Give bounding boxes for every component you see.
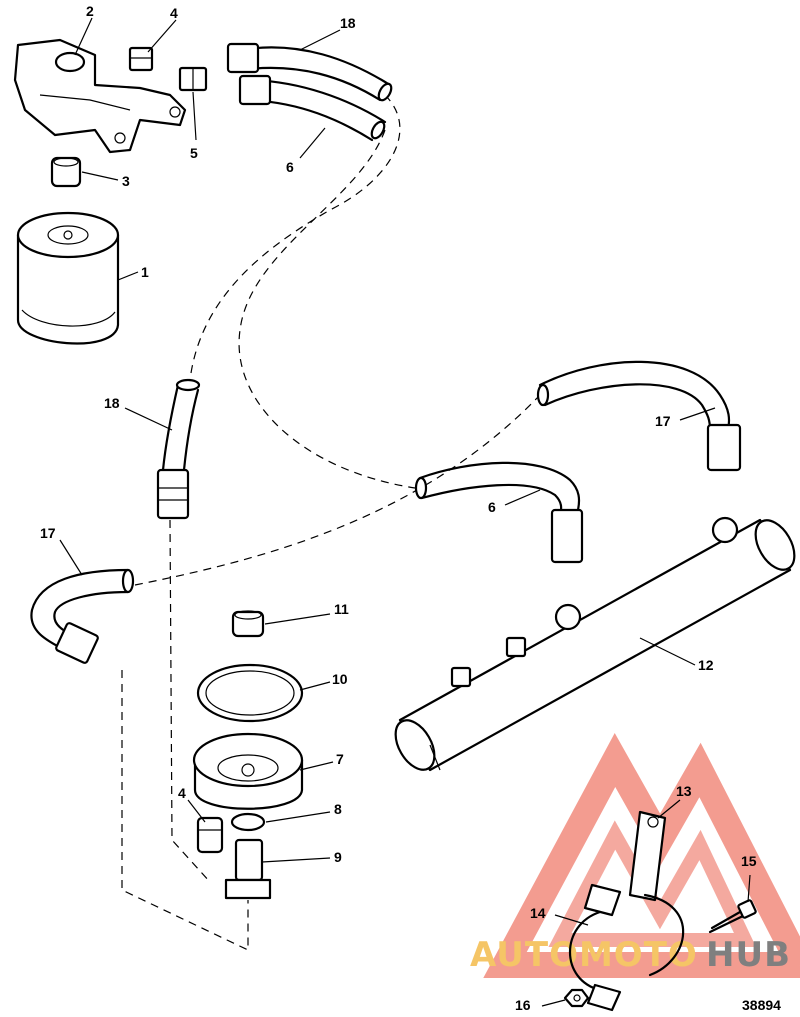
fitting-11 (231, 610, 265, 638)
hose-18-lower (156, 378, 201, 520)
fitting-5 (178, 66, 208, 92)
callout-11: 11 (334, 601, 349, 617)
watermark-triangle-outer (483, 733, 800, 978)
hose-17-left (30, 568, 135, 664)
filter-adapter-7 (192, 732, 304, 810)
callout-17-left: 17 (40, 525, 56, 541)
callout-6-top: 6 (286, 159, 294, 175)
callout-18-top: 18 (340, 15, 356, 31)
oil-cooler-12 (394, 516, 796, 772)
figure-number: 38894 (742, 997, 781, 1013)
fitting-9 (224, 838, 272, 900)
hose-17-right (536, 360, 742, 472)
fitting-3 (50, 156, 82, 188)
watermark-text-primary: AUTOMOTO (470, 935, 698, 975)
callout-17-right: 17 (655, 413, 671, 429)
callout-13: 13 (676, 783, 692, 799)
bolt-15 (708, 899, 757, 934)
oil-filter (16, 211, 120, 345)
filter-mount-bracket (13, 38, 187, 154)
callout-5: 5 (190, 145, 198, 161)
callout-3: 3 (122, 173, 130, 189)
callout-2: 2 (86, 3, 94, 19)
o-ring-8 (230, 812, 266, 832)
fitting-top-4 (128, 46, 154, 72)
callout-14: 14 (530, 905, 546, 921)
hose-6-middle (414, 461, 584, 564)
hose-routing-lines (121, 94, 541, 951)
callout-9: 9 (334, 849, 342, 865)
clamp-13 (628, 810, 685, 977)
nut-16 (563, 988, 590, 1008)
callout-4-lower: 4 (178, 785, 186, 801)
callout-10: 10 (332, 671, 348, 687)
watermark-logo: AUTOMOTO HUB (470, 733, 800, 978)
leader-lines (59, 17, 751, 1007)
hose-upper-6 (238, 74, 387, 142)
callout-6-mid: 6 (488, 499, 496, 515)
callout-12: 12 (698, 657, 714, 673)
part-callouts: 2 4 5 3 1 18 6 18 17 17 6 11 10 12 7 8 4… (40, 3, 781, 1013)
callout-16: 16 (515, 997, 531, 1013)
hose-upper-18 (226, 42, 393, 102)
callout-18-mid: 18 (104, 395, 120, 411)
clamp-14 (568, 883, 622, 1012)
watermark-triangle-inner (548, 820, 757, 947)
callout-8: 8 (334, 801, 342, 817)
callout-1: 1 (141, 264, 149, 280)
fitting-lower-4 (196, 816, 224, 854)
gasket-ring-10 (196, 663, 304, 723)
callout-15: 15 (741, 853, 757, 869)
watermark-text-secondary: HUB (706, 935, 791, 975)
callout-7: 7 (336, 751, 344, 767)
callout-4-top: 4 (170, 5, 178, 21)
